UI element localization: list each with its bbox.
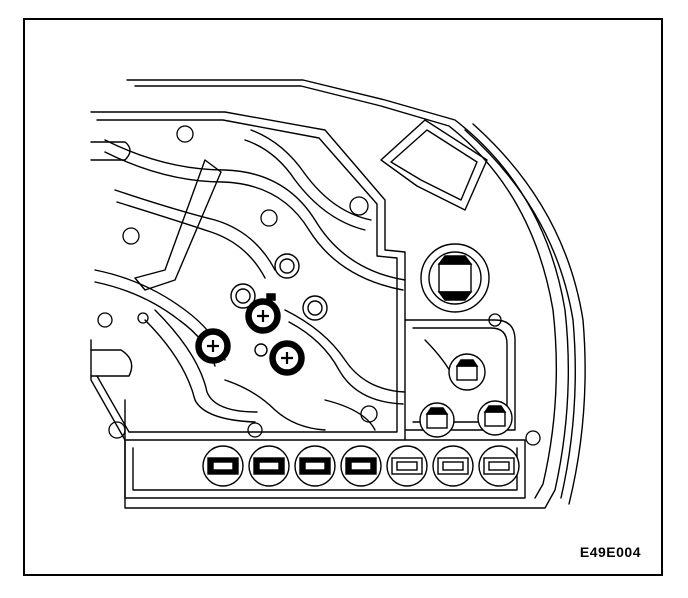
screw	[245, 298, 281, 334]
case-rim-curve	[464, 129, 576, 499]
strap-bar	[134, 159, 222, 291]
valve-body-plate-edge	[96, 119, 398, 433]
bolt-hole	[137, 312, 149, 324]
valve-bore-inner	[279, 258, 295, 274]
valve-bore-inner	[307, 300, 323, 316]
channel-9	[284, 309, 406, 393]
channel-11	[324, 399, 376, 431]
bottom-connector	[340, 445, 382, 487]
angled-boss	[380, 119, 488, 211]
bolt-hole	[488, 313, 502, 327]
bolt-hole	[108, 421, 126, 439]
bolt-hole	[247, 422, 263, 438]
valve-bore	[230, 283, 256, 309]
bottom-connector	[432, 445, 474, 487]
bolt-hole	[349, 196, 369, 216]
bottom-connector	[294, 445, 336, 487]
screw	[269, 340, 305, 376]
left-connector-lower	[90, 349, 133, 377]
case-outline-inner	[134, 85, 558, 499]
screw	[266, 293, 276, 301]
solenoid-housing	[404, 319, 516, 431]
bolt-hole	[260, 209, 278, 227]
bottom-connector	[202, 445, 244, 487]
case-outline	[124, 79, 570, 509]
bottom-connector	[478, 445, 520, 487]
bolt-hole	[122, 227, 140, 245]
bottom-connector	[248, 445, 290, 487]
channel-1	[104, 139, 406, 281]
figure-code: E49E004	[579, 544, 641, 560]
lower-plate-edge	[124, 439, 526, 499]
solenoid-connector	[419, 402, 455, 438]
valve-body-plate	[90, 111, 406, 441]
left-connector-upper	[90, 141, 131, 161]
screw	[195, 328, 231, 364]
solenoid-connector	[477, 400, 513, 436]
valve-bore	[274, 253, 300, 279]
case-rim-curve-2	[472, 123, 586, 505]
channel-3	[114, 189, 276, 271]
figure-frame: E49E004	[23, 18, 663, 576]
bolt-hole	[360, 405, 378, 423]
angled-boss-inner	[390, 129, 478, 201]
solenoid-connector	[448, 353, 486, 391]
bolt-hole	[97, 312, 113, 328]
channel-8	[154, 309, 258, 413]
bolt-hole	[176, 125, 194, 143]
valve-bore-inner	[235, 288, 251, 304]
bolt-hole	[525, 430, 541, 446]
channel-12	[224, 379, 326, 431]
channel-4	[116, 201, 266, 279]
channel-10	[288, 321, 404, 405]
channel-14	[250, 129, 372, 221]
channel-2	[104, 151, 404, 291]
valve-bore	[254, 343, 268, 357]
solenoid-housing-inner	[412, 327, 508, 423]
bottom-connector	[386, 445, 428, 487]
valve-bore	[302, 295, 328, 321]
channel-13	[244, 139, 366, 231]
channel-7	[144, 319, 256, 423]
valve-body-drawing	[90, 79, 586, 509]
solenoid-connector-large	[420, 243, 490, 313]
